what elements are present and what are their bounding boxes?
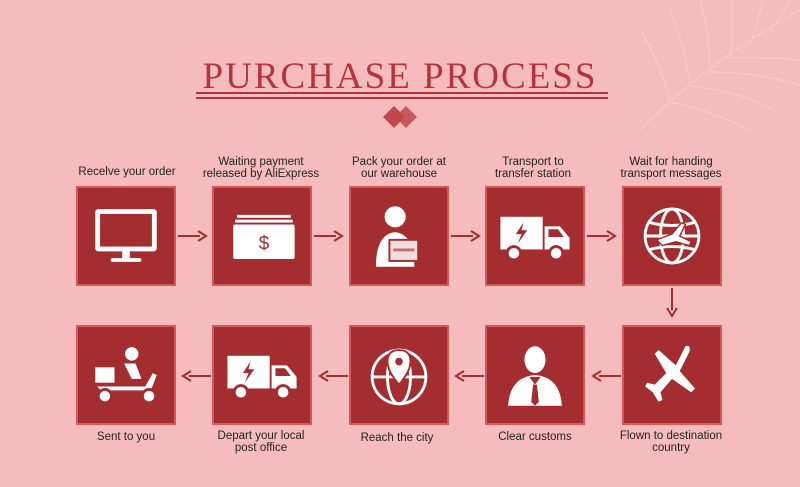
page-title: PURCHASE PROCESS xyxy=(202,56,598,97)
step-label: Clear customs xyxy=(498,431,572,443)
arrow-left-icon xyxy=(318,370,348,382)
step-sent-to-you xyxy=(76,325,176,425)
step-label: Sent to you xyxy=(96,431,156,443)
title-underline xyxy=(196,97,608,99)
arrow-right-icon xyxy=(314,230,344,242)
truck-icon xyxy=(227,355,297,401)
title-underline xyxy=(196,92,608,94)
diamond-ornament-icon xyxy=(383,106,417,128)
customs-officer-icon xyxy=(508,346,562,406)
step-waiting-payment: $ xyxy=(212,186,312,286)
step-clear-customs xyxy=(485,325,585,425)
step-transport-station xyxy=(485,186,585,286)
airplane-icon xyxy=(645,345,696,402)
step-reach-city xyxy=(349,325,449,425)
step-depart-post-office xyxy=(212,325,312,425)
step-label: Reach the city xyxy=(360,432,434,444)
truck-icon xyxy=(500,216,570,262)
arrow-right-icon xyxy=(451,230,481,242)
arrow-right-icon xyxy=(587,230,617,242)
scooter-courier-icon xyxy=(95,347,158,405)
arrow-down-icon xyxy=(666,288,678,318)
packing-person-icon xyxy=(375,206,420,267)
monitor-icon xyxy=(95,209,157,262)
globe-plane-icon xyxy=(643,207,701,265)
arrow-left-icon xyxy=(591,370,621,382)
arrow-right-icon xyxy=(178,230,208,242)
money-icon: $ xyxy=(233,214,295,260)
palm-leaf-decoration xyxy=(639,0,800,131)
arrow-left-icon xyxy=(181,370,211,382)
step-pack-order xyxy=(349,186,449,286)
svg-text:$: $ xyxy=(259,233,270,254)
step-flown-destination xyxy=(622,325,722,425)
step-wait-messages xyxy=(622,186,722,286)
arrow-left-icon xyxy=(454,370,484,382)
globe-pin-icon xyxy=(370,348,428,406)
step-label: Recelve your order xyxy=(78,166,176,178)
step-receive-order xyxy=(76,186,176,286)
